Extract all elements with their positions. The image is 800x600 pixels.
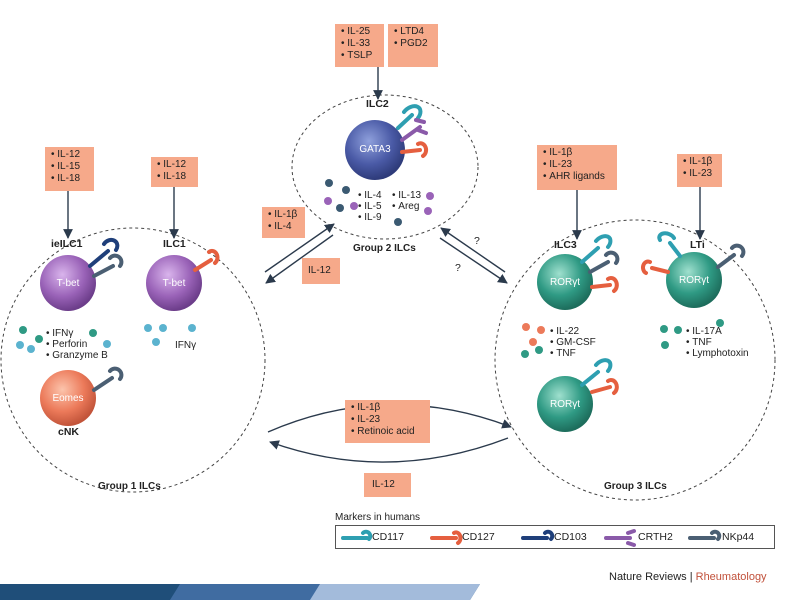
- footer-bar: [0, 584, 480, 600]
- ieilc1-cell: [40, 237, 124, 311]
- credit-line: Nature Reviews | Rheumatology: [609, 571, 767, 583]
- ilc2-granules: [324, 179, 434, 226]
- legend-nkp44: NKp44: [722, 531, 755, 543]
- gata3-label: GATA3: [359, 144, 391, 155]
- input-item: IL-33: [341, 38, 384, 50]
- ilc3b-tf: RORγt: [550, 399, 580, 410]
- ilc2-label: ILC2: [366, 98, 389, 110]
- cd117-receptor-icon: [580, 234, 613, 264]
- legend-crth2: CRTH2: [638, 531, 673, 543]
- legend-cd103: CD103: [554, 531, 587, 543]
- cd127-receptor-icon: [590, 378, 619, 395]
- arrow-g2-to-g3: [439, 237, 508, 284]
- arrow-g2-to-g1: [265, 234, 334, 284]
- group1-label: Group 1 ILCs: [98, 481, 161, 492]
- ieilc1-label: ieILC1: [51, 238, 83, 250]
- ilc1-input-box: IL-12 IL-18: [151, 157, 198, 187]
- ilc1-tf: T-bet: [162, 278, 186, 289]
- ilc2-input-box-2: LTD4 PGD2: [388, 24, 438, 67]
- arrow-g3-to-g1: [269, 437, 509, 463]
- nkp44-legend-icon: [688, 529, 722, 541]
- nkp44-receptor-icon: [588, 250, 620, 274]
- nkp44-receptor-icon: [92, 253, 124, 278]
- ieilc1-tf: T-bet: [56, 278, 80, 289]
- cd127-receptor-icon: [641, 259, 670, 275]
- cd127-receptor-icon: [193, 248, 220, 272]
- ilc2-input-box-1: IL-25 IL-33 TSLP: [335, 24, 384, 67]
- cd117-receptor-icon: [657, 231, 682, 258]
- nkp44-receptor-icon: [92, 366, 124, 392]
- ilc3-label: ILC3: [554, 239, 577, 251]
- g2-to-g1-box: IL-12: [302, 258, 340, 284]
- ilc1-cell: [146, 248, 220, 311]
- crth2-legend-icon: [604, 529, 636, 547]
- cd117-legend-icon: [341, 529, 373, 541]
- legend-title: Markers in humans: [335, 512, 421, 523]
- crth2-receptor-icon: [400, 118, 428, 142]
- input-item: LTD4: [394, 26, 438, 38]
- group3-label: Group 3 ILCs: [604, 481, 667, 492]
- ieilc1-outputs: IFNγ Perforin Granzyme B: [46, 328, 108, 361]
- group1-boundary: [0, 227, 266, 493]
- credit-journal: Rheumatology: [695, 571, 767, 583]
- cd127-legend-icon: [430, 530, 463, 545]
- question-mark-2: ?: [455, 262, 461, 274]
- credit-publisher: Nature Reviews: [609, 571, 687, 583]
- lti-cell: [641, 231, 746, 308]
- ilc3-input-box: IL-1β IL-23 AHR ligands: [537, 145, 617, 190]
- g3-to-g1-box: IL-12: [364, 473, 411, 497]
- arrow-g3-to-g2: [440, 227, 506, 273]
- cd103-receptor-icon: [88, 237, 120, 268]
- ilc2-outputs-right: IL-13 Areg: [392, 190, 421, 212]
- ieilc1-input-box: IL-12 IL-15 IL-18: [45, 147, 94, 191]
- ilc2-cell: [345, 104, 429, 180]
- legend-icons: [341, 529, 722, 547]
- ilc3-granules: [521, 323, 545, 358]
- lti-label: LTi: [690, 239, 705, 251]
- ilc3b-cell: [537, 358, 619, 432]
- g1-to-g3-box: IL-1β IL-23 Retinoic acid: [345, 400, 430, 443]
- input-item: IL-25: [341, 26, 384, 38]
- lti-granules: [660, 319, 724, 349]
- ilc3-outputs: IL-22 GM-CSF TNF: [550, 326, 595, 359]
- cd117-receptor-icon: [580, 358, 613, 387]
- legend-cd127: CD127: [462, 531, 495, 543]
- question-mark-1: ?: [474, 235, 480, 247]
- cnk-label: cNK: [58, 426, 80, 438]
- cnk-tf: Eomes: [52, 393, 84, 404]
- cd103-legend-icon: [521, 529, 555, 541]
- cd127-receptor-icon: [590, 276, 619, 293]
- arrow-g1-to-g2: [264, 223, 335, 273]
- legend-cd117: CD117: [372, 531, 404, 543]
- ilc3-tf: RORγt: [550, 277, 580, 288]
- group2-label: Group 2 ILCs: [353, 243, 416, 254]
- group3-boundary: [494, 219, 776, 501]
- legend: CD117 CD127 CD103 CRTH2 NKp44: [335, 525, 775, 549]
- cd127-receptor-icon: [400, 141, 429, 158]
- cnk-cell: [40, 366, 124, 426]
- lti-tf: RORγt: [679, 275, 709, 286]
- ilc1-granules: [144, 324, 196, 346]
- cd117-receptor-icon: [396, 104, 423, 130]
- input-item: PGD2: [394, 38, 438, 50]
- ilc1-output: IFNγ: [175, 340, 197, 351]
- credit-separator: |: [689, 571, 693, 583]
- nkp44-receptor-icon: [716, 243, 746, 269]
- lti-input-box: IL-1β IL-23: [677, 154, 722, 187]
- ilc3-cell: [537, 234, 620, 310]
- ilc1-label: ILC1: [163, 238, 186, 250]
- lti-outputs: IL-17A TNF Lymphotoxin: [686, 326, 748, 359]
- ilc2-outputs-left: IL-4 IL-5 IL-9: [358, 190, 381, 223]
- input-item: TSLP: [341, 50, 384, 62]
- group2-boundary: [291, 94, 479, 240]
- g1-to-g2-box: IL-1β IL-4: [262, 207, 305, 238]
